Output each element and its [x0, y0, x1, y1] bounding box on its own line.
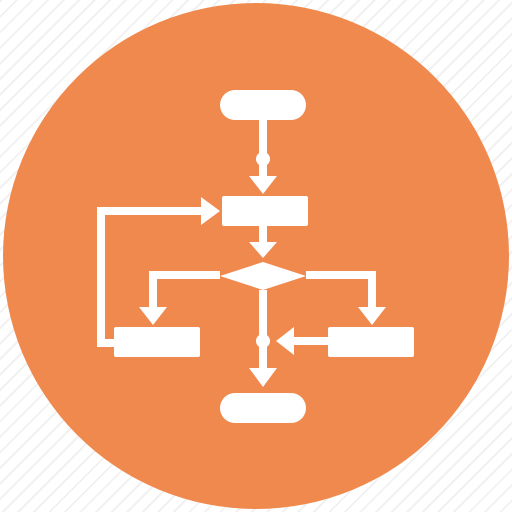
arrow-down-icon [358, 307, 386, 325]
loop-line [97, 207, 105, 347]
arrow-down-icon [249, 176, 277, 194]
connector-line [149, 271, 220, 279]
arrow-down-icon [249, 368, 277, 387]
connector-dot [256, 334, 270, 348]
arrow-down-icon [249, 242, 277, 258]
connector-line [368, 271, 376, 311]
connector-line [259, 290, 267, 370]
flowchart-diagram [97, 90, 414, 423]
loop-line [97, 207, 205, 215]
connector-line [259, 226, 267, 246]
arrow-right-icon [201, 197, 220, 225]
connector-line [149, 271, 157, 311]
connector-dot [256, 152, 270, 166]
connector-line [259, 120, 267, 178]
arrow-down-icon [139, 307, 167, 325]
left-process-box-shape [114, 327, 200, 357]
end-terminator-shape [220, 393, 306, 423]
connector-line [292, 337, 328, 345]
right-process-box-shape [328, 327, 414, 357]
arrow-left-icon [276, 327, 294, 355]
connector-line [306, 271, 376, 279]
process-box-shape [222, 196, 308, 226]
start-terminator-shape [220, 90, 306, 120]
loop-line [97, 339, 114, 347]
decision-diamond-shape [220, 262, 306, 290]
background-circle [3, 3, 509, 509]
